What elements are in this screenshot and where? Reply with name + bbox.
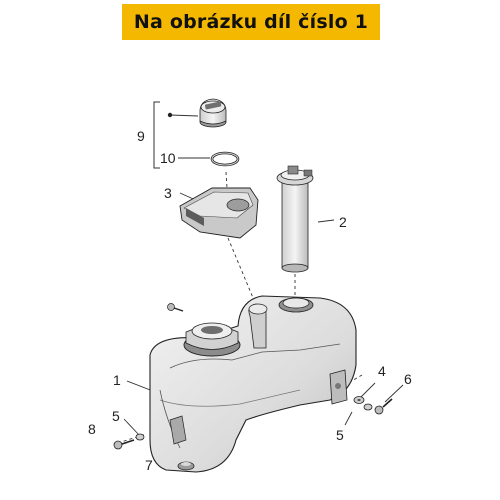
leader-lines — [123, 112, 404, 466]
spacer-part-5-right — [363, 403, 373, 411]
callout-5-left: 5 — [112, 408, 120, 424]
callout-9: 9 — [137, 128, 145, 144]
callout-1: 1 — [113, 372, 121, 388]
bolt-part-8 — [113, 439, 135, 450]
bolt-part-6 — [374, 398, 393, 415]
fuel-sender-part — [276, 165, 314, 273]
fuel-cap-part — [199, 98, 227, 128]
group-bracket-9 — [153, 101, 160, 169]
fuel-tank-part — [149, 295, 357, 473]
callout-4: 4 — [378, 363, 386, 379]
header-title: Na obrázku díl číslo 1 — [133, 11, 369, 33]
callout-7: 7 — [145, 457, 153, 473]
plug-part-7 — [177, 461, 195, 471]
callout-6: 6 — [404, 371, 412, 387]
callout-3: 3 — [164, 185, 172, 201]
o-ring-part — [210, 151, 240, 167]
spacer-part-5-left — [135, 433, 145, 441]
callout-10: 10 — [160, 150, 176, 166]
callout-5-right: 5 — [336, 427, 344, 443]
tank-cover-part — [179, 187, 259, 239]
washer-part-4 — [353, 396, 365, 404]
callout-8: 8 — [88, 421, 96, 437]
header-banner: Na obrázku díl číslo 1 — [122, 4, 380, 40]
screw-part — [167, 303, 184, 312]
callout-2: 2 — [339, 214, 347, 230]
